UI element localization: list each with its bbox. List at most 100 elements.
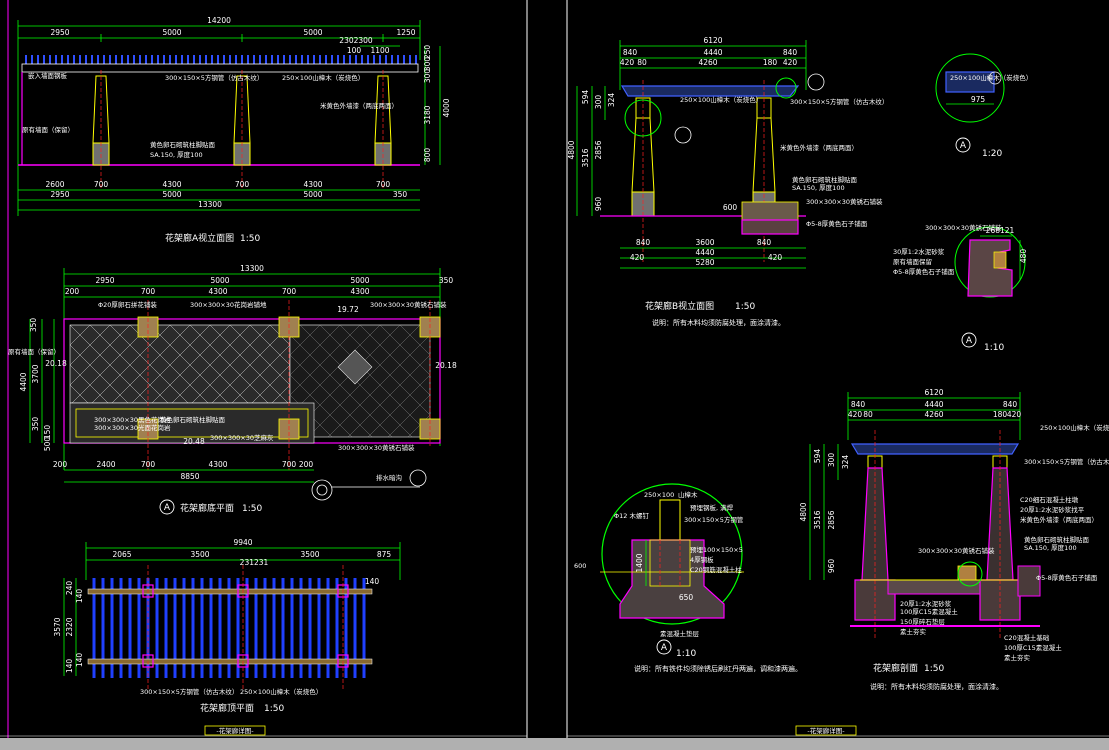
elev-b-top-dim: 420 [783,58,798,67]
elev-a-label: 黄色卵石砌筑柱脚贴面 [150,140,216,149]
elev-b-left-dim: 3516 [581,148,590,167]
section-label: C20混凝土基础 [1004,633,1050,642]
plan-left-dim: 500 [43,437,52,452]
elev-b-caption: 花架廊B视立面图 [645,300,714,312]
top-plan: 9940 2065 3500 231231 3500 875 140 3570 … [53,538,401,714]
top-plan-label: 300×150×5方钢管（仿古木纹） [140,687,238,696]
elev-b-scale: 1:50 [735,302,755,312]
plan-label: 原有墙面（保留） [8,347,60,356]
elev-a-label: 原有墙面（保留） [22,125,74,134]
detail-top-dim: 975 [971,95,986,104]
elev-a-label: 嵌入墙面钢板 [28,71,68,80]
elev-a-bottom-dim: 4300 [162,180,181,189]
section-column [854,430,896,640]
elev-b-label: SA.150, 厚度100 [792,183,845,192]
elev-b-label: 250×100山樟木（炭烧色） [680,95,762,104]
floor-plan: 13300 2950 5000 5000 350 200 700 4300 70… [8,264,457,515]
elev-a-column [374,70,392,190]
plan-top-dim: 2950 [95,276,114,285]
elev-a-right-dim: 300 [423,57,432,72]
elev-b-top-dim: 840 [783,48,798,57]
section-label: 300×150×5方钢管（仿古木纹） [1024,457,1109,466]
elev-a-dim: 100 [347,46,362,55]
elev-b-label: 300×150×5方钢管（仿古木纹） [790,97,888,106]
elev-b-top-dim: 80 [637,58,647,67]
detail-bot-label: C20钢筋混凝土柱 [690,565,742,574]
plan-right-dim: 20.18 [435,361,457,370]
elev-b-left-dim: 960 [594,197,603,212]
right-footer-title: -花架廊详图- [807,726,845,735]
elev-b-column [631,80,655,262]
top-plan-dim: 231231 [240,558,269,567]
elev-a-caption: 花架廊A视立面图 [165,232,234,244]
plan-label: 黄色卵石砌筑柱脚贴面 [160,415,226,424]
elev-b-top-dim: 4260 [698,58,717,67]
detail-bot-label: 4厚钢板 [690,555,714,564]
plan-top-dim: 350 [439,276,454,285]
elev-b-top-dim: 840 [623,48,638,57]
detail-column-base: 1400 650 250×100 山樟木 Φ12 木螺钉 预埋钢板, 满焊 30… [574,483,802,673]
top-plan-dim: 3500 [190,550,209,559]
section-top-dim: 420 [848,410,863,419]
elev-b-label: Φ5-8厚黄色石子铺面 [806,219,868,228]
elev-a-column [233,70,251,190]
elev-b-bottom-dim: 840 [636,238,651,247]
left-footer-title: -花架廊详图- [216,726,254,735]
section-top-dim: 80 [863,410,873,419]
elev-a-label: 250×100山樟木（炭烧色） [282,73,364,82]
elev-a-scale: 1:50 [240,234,260,244]
section-label: C20细石混凝土柱墩 [1020,495,1079,504]
section-column [979,430,1021,640]
elev-a-right-dim: 3180 [423,105,432,124]
section-left-dim: 3516 [813,510,822,529]
section-scale: 1:50 [924,664,944,674]
plan-label: 300×300×30芝麻灰 [210,433,274,442]
plan-level: 20.48 [183,437,205,446]
elev-a-dim: 1100 [370,46,389,55]
elev-a-overall-dim: 14200 [207,16,231,25]
elev-a-bottom-dim: 5000 [303,190,322,199]
section-top-dim: 4440 [924,400,943,409]
plan-caption: 花架廊底平面 [180,502,234,514]
detail-bot-label: 素混凝土垫层 [660,629,700,638]
elev-b-left-dim: 594 [581,90,590,105]
plan-top-dim: 700 [282,287,297,296]
top-plan-dim: 3570 [53,617,62,636]
elev-a-bottom-dim: 700 [235,180,250,189]
elev-b-bottom-dim: 840 [757,238,772,247]
section-label: 150厚碎石垫层 [900,617,945,626]
elev-a-right-dim: 250 [423,45,432,60]
elev-b-left-dim: 324 [607,93,616,108]
rafter-ticks [25,55,417,64]
elev-b-top-dim: 4440 [703,48,722,57]
detail-top-marker: A [960,141,967,151]
detail-mid-label: 300×300×30黄锈石铺装 [925,223,1002,232]
top-plan-dim: 3500 [300,550,319,559]
elev-b-bottom-dim: 3600 [695,238,714,247]
elev-b-label: 黄色卵石砌筑柱脚贴面 [792,175,858,184]
top-plan-scale: 1:50 [264,704,284,714]
plan-level: 19.72 [337,305,359,314]
elevation-b: 6120 840 4440 840 420 80 4260 180 420 [567,36,888,327]
elev-a-bottom-dim: 4300 [303,180,322,189]
section-left-dim: 4800 [799,502,808,521]
section-label: 20厚1:2水泥砂浆找平 [1020,505,1085,514]
elev-a-right-dim: 4000 [442,98,451,117]
detail-mid-dim: 268121 [986,226,1015,235]
detail-bot-label: 预埋钢板, 满焊 [690,503,734,512]
detail-bot-marker: A [661,643,668,653]
elev-a-label: SA.150, 厚度100 [150,150,203,159]
section-label: 100厚C15素混凝土 [1004,643,1062,652]
plan-label: 300×300×30黑色花岗岩 [94,415,171,424]
plan-bottom-dim: 8850 [180,472,199,481]
section-top-dim: 840 [1003,400,1018,409]
elev-a-bottom-dim: 2600 [45,180,64,189]
plan-label: 300×300×30黄锈石铺装 [370,300,447,309]
plan-scale: 1:50 [242,504,262,514]
elev-a-dim: 5000 [162,28,181,37]
detail-top-label: 250×100山樟木（炭烧色） [950,73,1032,82]
section-label: 黄色卵石砌筑柱脚贴面 [1024,535,1090,544]
elev-b-top-dim: 420 [620,58,635,67]
elev-b-top-dim: 6120 [703,36,722,45]
